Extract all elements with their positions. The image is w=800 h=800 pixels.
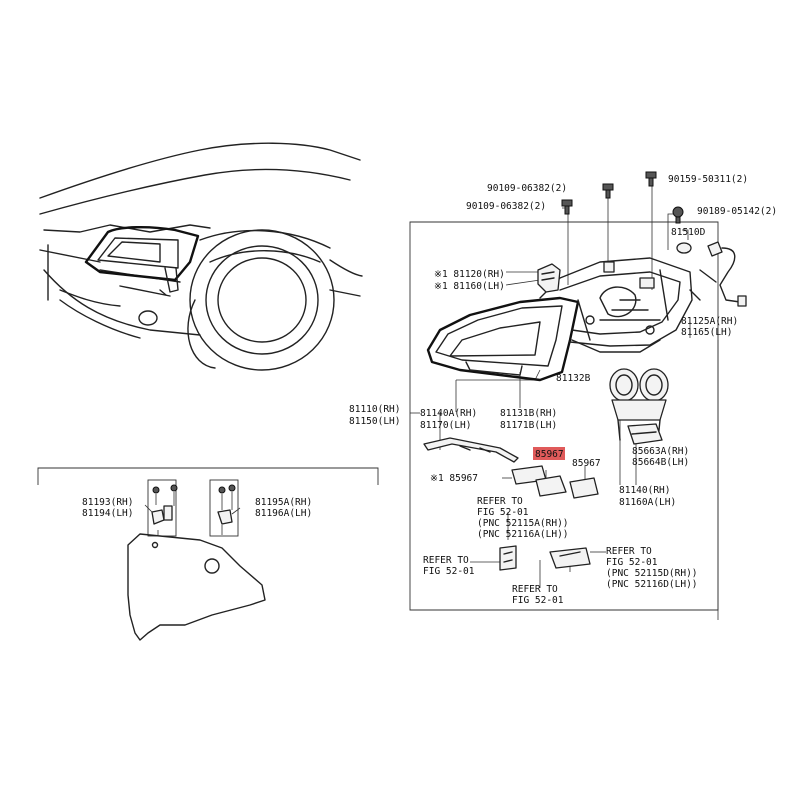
label-81196a: 81196A(LH) xyxy=(255,508,312,519)
highlight-85967 xyxy=(533,447,565,460)
label-bolt-4: 90189-05142(2) xyxy=(697,206,777,217)
label-81150: 81150(LH) xyxy=(349,416,400,427)
part-81140a-trim xyxy=(423,437,519,463)
part-81510d-bulb xyxy=(676,241,747,307)
label-81140: 81140(RH) xyxy=(619,485,670,496)
label-81160a: 81160A(LH) xyxy=(619,497,676,508)
part-85967-modules xyxy=(511,465,599,499)
label-85664b: 85664B(LH) xyxy=(632,457,689,468)
label-81165: 81165(LH) xyxy=(681,327,732,338)
label-81132b: 81132B xyxy=(556,373,591,384)
label-81193: 81193(RH) xyxy=(82,497,133,508)
label-refer-1-line3: (PNC 52115A(RH)) xyxy=(477,518,569,529)
label-81194: 81194(LH) xyxy=(82,508,133,519)
part-85663a-module xyxy=(627,423,663,445)
label-refer-1-line2: FIG 52-01 xyxy=(477,507,529,518)
bolts xyxy=(561,171,684,224)
label-81171b: 81171B(LH) xyxy=(500,420,557,431)
bolt-icon xyxy=(561,199,573,215)
connectors xyxy=(499,545,591,571)
part-81120-bracket xyxy=(537,263,561,293)
label-bolt-2: 90109-06382(2) xyxy=(466,201,546,212)
label-81125a: 81125A(RH) xyxy=(681,316,738,327)
label-refer-4-line4: (PNC 52116D(LH)) xyxy=(606,579,698,590)
label-refer-4-line1: REFER TO xyxy=(606,546,652,557)
clip-icon xyxy=(672,206,684,224)
part-labels: 90109-06382(2) 90109-06382(2) 90159-5031… xyxy=(82,174,777,606)
bolt-icon xyxy=(645,171,657,187)
car-front-sketch xyxy=(39,142,363,371)
label-refer-4-line2: FIG 52-01 xyxy=(606,557,658,568)
label-refer-2-line2: FIG 52-01 xyxy=(423,566,475,577)
label-refer-3-line2: FIG 52-01 xyxy=(512,595,564,606)
label-refer-2-line1: REFER TO xyxy=(423,555,469,566)
label-81195a: 81195A(RH) xyxy=(255,497,312,508)
bolt-icon xyxy=(602,183,614,199)
label-refer-4-line3: (PNC 52115D(RH)) xyxy=(606,568,698,579)
label-85967-right: 85967 xyxy=(572,458,601,469)
label-81120: ※1 81120(RH) xyxy=(434,269,505,280)
label-85967-left: ※1 85967 xyxy=(430,473,478,484)
label-81131b: 81131B(RH) xyxy=(500,408,557,419)
part-81140-projector xyxy=(609,368,669,441)
label-81170: 81170(LH) xyxy=(420,420,471,431)
label-81160: ※1 81160(LH) xyxy=(434,281,505,292)
label-refer-1-line4: (PNC 52116A(LH)) xyxy=(477,529,569,540)
label-81510d: 81510D xyxy=(671,227,706,238)
label-bolt-1: 90109-06382(2) xyxy=(487,183,567,194)
label-85967-highlighted: 85967 xyxy=(535,449,564,460)
label-85663a: 85663A(RH) xyxy=(632,446,689,457)
label-81140a: 81140A(RH) xyxy=(420,408,477,419)
label-81110: 81110(RH) xyxy=(349,404,400,415)
label-bolt-3: 90159-50311(2) xyxy=(668,174,748,185)
label-refer-3-line1: REFER TO xyxy=(512,584,558,595)
headlamp-assembly xyxy=(426,257,701,382)
label-refer-1-line1: REFER TO xyxy=(477,496,523,507)
inset-box xyxy=(37,467,379,641)
